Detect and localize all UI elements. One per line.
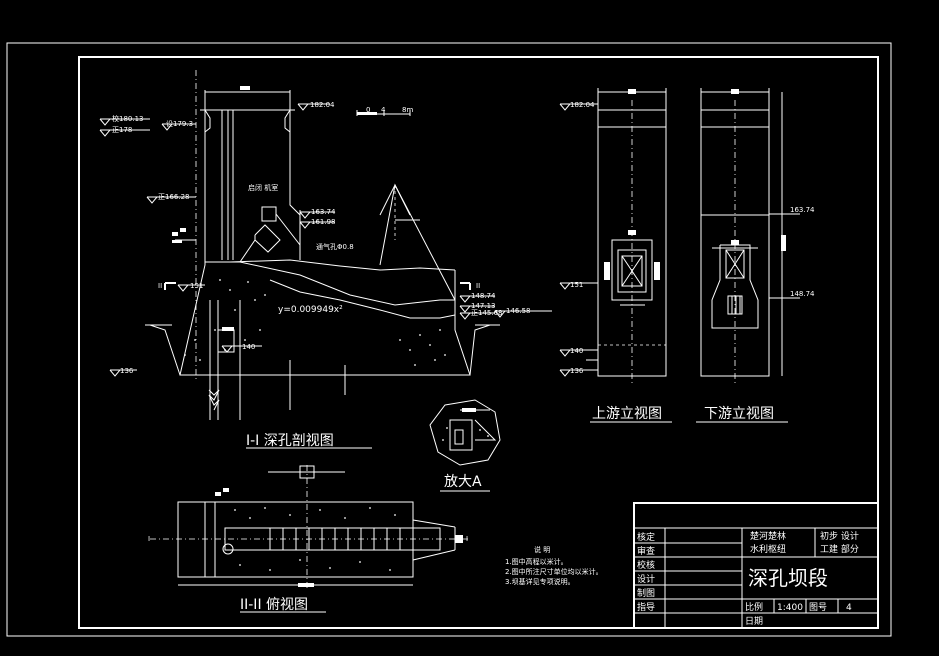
- note-3: 3.坝基详见专项说明。: [505, 577, 575, 586]
- detail-a: [429, 399, 501, 492]
- up-elev-140: 140: [570, 347, 583, 355]
- note-2: 2.图中所注尺寸单位均以米计。: [505, 567, 603, 576]
- equation-label: y=0.009949x²: [278, 305, 343, 315]
- upstream-view-title: 上游立视图: [592, 406, 662, 422]
- downstream-elevation: [696, 88, 800, 423]
- up-elev-151: 151: [570, 281, 583, 289]
- plan-mark-right: I: [466, 535, 468, 543]
- scale-0: 0: [366, 106, 370, 114]
- tb-row-5: 制图: [637, 587, 655, 599]
- aeration-label: 通气孔Φ0.8: [316, 242, 354, 251]
- detail-a-title: 放大A: [444, 474, 482, 490]
- section-view: [99, 70, 552, 449]
- tb-project-1: 楚河楚林: [750, 530, 786, 542]
- scale-8: 8m: [402, 106, 413, 114]
- tb-row-1: 核定: [637, 531, 655, 543]
- tb-project-2: 水利枢纽: [750, 543, 786, 555]
- elev-147: 147.13: [471, 302, 496, 310]
- elev-148: 148.74: [471, 292, 496, 300]
- tb-scale-label: 比例: [745, 601, 763, 613]
- tb-row-2: 审查: [637, 545, 655, 557]
- plan-view-title: II-II 俯视图: [240, 597, 308, 613]
- plan-mark-left: I: [148, 535, 150, 543]
- down-elev-163: 163.74: [790, 206, 815, 214]
- tb-sheet-value: 4: [846, 603, 852, 613]
- notes-title: 说 明: [534, 545, 550, 554]
- note-1: 1.图中高程以米计。: [505, 557, 568, 566]
- plan-view: [150, 465, 470, 613]
- tb-row-4: 设计: [637, 573, 655, 585]
- elev-178: 正178: [112, 126, 132, 134]
- section-mark-right: II: [476, 282, 480, 290]
- gate-room-label: 启闭 机室: [248, 183, 278, 192]
- tb-row-3: 校核: [637, 559, 655, 571]
- elev-182: 182.04: [310, 101, 335, 109]
- title-block: [633, 502, 879, 629]
- outer-frame: [6, 42, 892, 637]
- tb-drawing-title: 深孔坝段: [748, 566, 828, 590]
- tb-sheet-label: 图号: [809, 602, 827, 613]
- elev-180: 校180.13: [112, 114, 144, 123]
- tb-row-6: 指导: [637, 601, 655, 613]
- elev-151: 151: [190, 282, 203, 290]
- downstream-view-title: 下游立视图: [704, 406, 774, 422]
- up-elev-182: 182.04: [570, 101, 595, 109]
- inner-frame: [78, 56, 879, 629]
- upstream-elevation: [559, 88, 672, 423]
- elev-145: 正145.68: [471, 309, 503, 317]
- elev-163: 163.74: [311, 208, 336, 216]
- elev-179: 设179.3: [166, 119, 193, 128]
- tb-date-label: 日期: [745, 616, 763, 627]
- up-elev-136: 136: [570, 367, 584, 375]
- down-elev-148: 148.74: [790, 290, 815, 298]
- elev-140: 140: [242, 343, 255, 351]
- elev-136: 136: [120, 367, 134, 375]
- elev-161: 161.98: [311, 218, 336, 226]
- scale-4: 4: [381, 106, 386, 114]
- elev-146: 146.58: [506, 307, 531, 315]
- tb-stage-1: 初步 设计: [820, 530, 859, 542]
- section-view-title: I-I 深孔剖视图: [246, 433, 334, 449]
- elev-166: 正166.28: [158, 193, 190, 201]
- tb-stage-2: 工建 部分: [820, 543, 859, 555]
- water-level-marks: [99, 103, 552, 377]
- section-mark-left: II: [158, 282, 162, 290]
- tb-scale-value: 1:400: [777, 603, 803, 613]
